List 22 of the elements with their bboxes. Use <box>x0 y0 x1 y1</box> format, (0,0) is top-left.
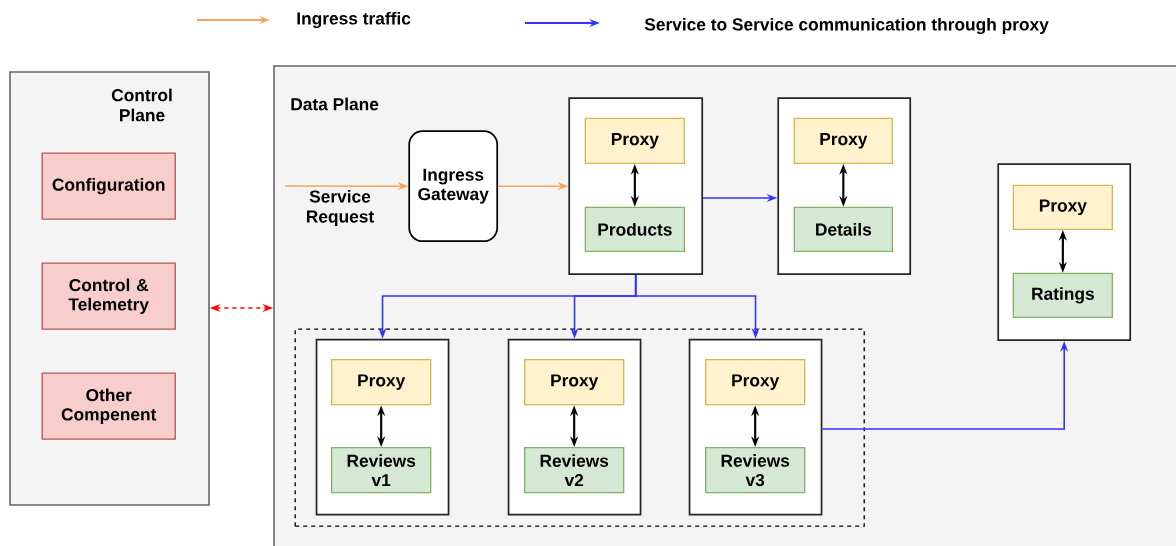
app-box: Products <box>584 206 685 252</box>
app-box: Reviews v1 <box>331 447 432 494</box>
gateway-box: Ingress Gateway <box>408 130 499 243</box>
component-box: Configuration <box>41 152 176 220</box>
proxy-box: Proxy <box>331 359 432 406</box>
proxy-box: Proxy <box>584 117 685 164</box>
edge-label: Service Request <box>306 189 374 227</box>
legend-label: Service to Service communication through proxy <box>644 17 1049 35</box>
app-box: Reviews v2 <box>524 447 625 494</box>
proxy-box: Proxy <box>705 359 806 406</box>
proxy-box: Proxy <box>524 359 625 406</box>
panel-heading: Data Plane <box>291 97 379 111</box>
app-box: Reviews v3 <box>705 447 806 494</box>
panel-heading: Control Plane <box>111 88 172 122</box>
app-box: Ratings <box>1012 272 1113 318</box>
component-box: Other Compenent <box>41 372 176 440</box>
proxy-box: Proxy <box>1012 184 1113 230</box>
app-box: Details <box>793 206 893 252</box>
component-box: Control & Telemetry <box>41 262 176 330</box>
dashed-group-box <box>294 328 865 527</box>
legend-label: Ingress traffic <box>297 11 411 29</box>
proxy-box: Proxy <box>793 117 893 164</box>
